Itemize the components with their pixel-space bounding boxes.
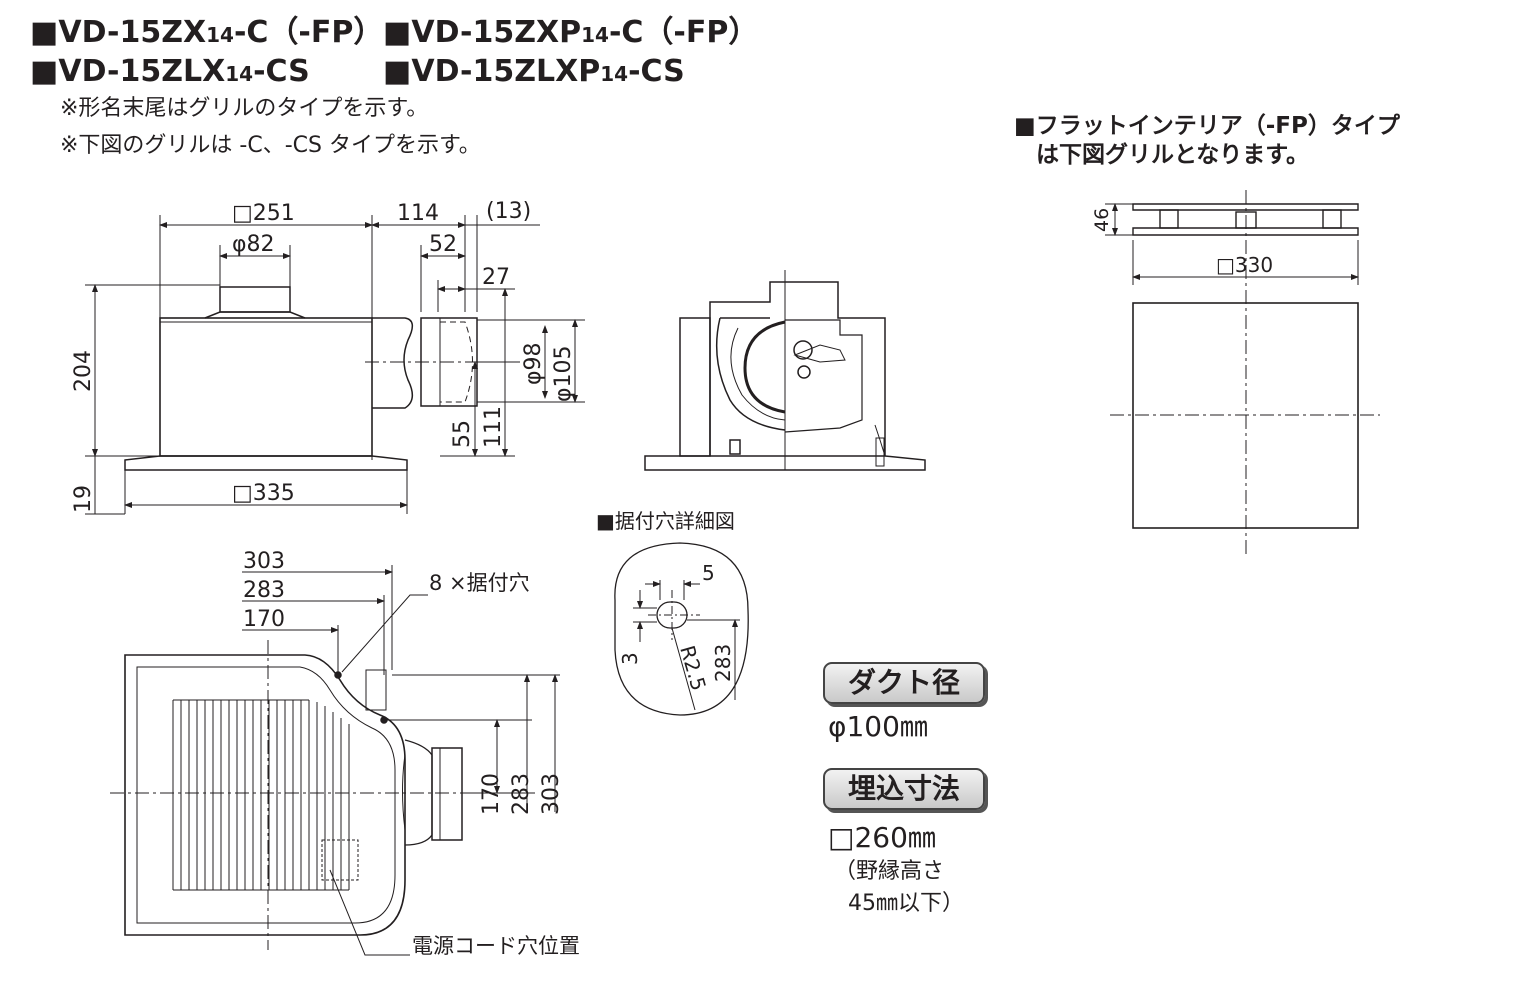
flat-dim-330: □330 — [1216, 253, 1273, 277]
dim-v283: 283 — [509, 773, 534, 815]
embed-note-line1: （野縁高さ — [834, 859, 945, 884]
dim-v170: 170 — [479, 773, 504, 815]
detail-view — [614, 542, 749, 716]
model-4-suffix: -CS — [628, 54, 685, 89]
embed-size-value: □260㎜ — [828, 821, 936, 854]
model-title-2: ■VD-15ZXP14-C（-FP） — [383, 18, 758, 48]
duct-diameter-value: φ100㎜ — [828, 710, 928, 743]
duct-diameter-badge: ダクト径 — [823, 662, 985, 704]
dim-19: 19 — [71, 485, 96, 513]
flat-dim-46: 46 — [1091, 208, 1113, 232]
detail-title: ■据付穴詳細図 — [596, 509, 735, 533]
dim-251: □251 — [232, 201, 295, 226]
dim-111: 111 — [481, 406, 506, 448]
embed-note-line2: 45㎜以下） — [848, 890, 964, 916]
label-mounting-holes: 8 ×据付穴 — [429, 571, 530, 595]
model-2-name: ■VD-15ZXP — [383, 15, 582, 50]
detail-dim-r: R2.5 — [675, 643, 711, 694]
dim-98: φ98 — [521, 342, 546, 385]
flat-panel-title-line1: ■フラットインテリア（-FP）タイプ — [1014, 113, 1400, 139]
dim-105: φ105 — [551, 345, 576, 402]
dim-204: 204 — [71, 350, 96, 392]
top-view — [110, 565, 560, 956]
model-3-subscript: 14 — [225, 62, 254, 86]
embed-size-badge: 埋込寸法 — [823, 768, 985, 810]
cross-section-view — [644, 270, 926, 471]
detail-dim-283: 283 — [711, 644, 735, 682]
flat-panel-title: ■フラットインテリア（-FP）タイプ は下図グリルとなります。 — [1014, 112, 1400, 170]
model-4-subscript: 14 — [600, 62, 629, 86]
dim-335: □335 — [232, 481, 295, 506]
dim-114: 114 — [397, 201, 439, 226]
model-1-name: ■VD-15ZX — [30, 15, 207, 50]
model-2-suffix: -C（-FP） — [608, 15, 759, 50]
dim-55: 55 — [450, 420, 475, 448]
model-title-4: ■VD-15ZLXP14-CS — [383, 57, 685, 87]
detail-dim-3: 3 — [618, 652, 642, 665]
model-3-suffix: -CS — [253, 54, 310, 89]
model-2-subscript: 14 — [581, 23, 609, 47]
model-3-name: ■VD-15ZLX — [30, 54, 226, 89]
flat-panel-title-line2: は下図グリルとなります。 — [1036, 141, 1310, 168]
detail-dim-5: 5 — [702, 561, 715, 585]
flat-panel-view — [1105, 190, 1380, 555]
model-1-suffix: -C（-FP） — [233, 15, 384, 50]
note-suffix: ※形名末尾はグリルのタイプを示す。 — [60, 96, 429, 121]
model-1-subscript: 14 — [206, 23, 234, 47]
model-title-3: ■VD-15ZLX14-CS — [30, 57, 310, 87]
dim-13: (13) — [486, 199, 531, 224]
dim-283: 283 — [243, 578, 285, 603]
model-4-name: ■VD-15ZLXP — [383, 54, 601, 89]
dim-82: φ82 — [232, 232, 275, 257]
dim-27: 27 — [482, 265, 510, 290]
note-grille: ※下図のグリルは -C、-CS タイプを示す。 — [60, 133, 481, 158]
dim-303: 303 — [243, 549, 285, 574]
embed-size-note: （野縁高さ 45㎜以下） — [834, 856, 964, 920]
dim-v303: 303 — [539, 773, 564, 815]
label-cord-hole: 電源コード穴位置 — [412, 934, 580, 958]
dim-170: 170 — [243, 607, 285, 632]
model-title-1: ■VD-15ZX14-C（-FP） — [30, 18, 383, 48]
side-view — [85, 215, 585, 515]
dim-52: 52 — [429, 232, 457, 257]
